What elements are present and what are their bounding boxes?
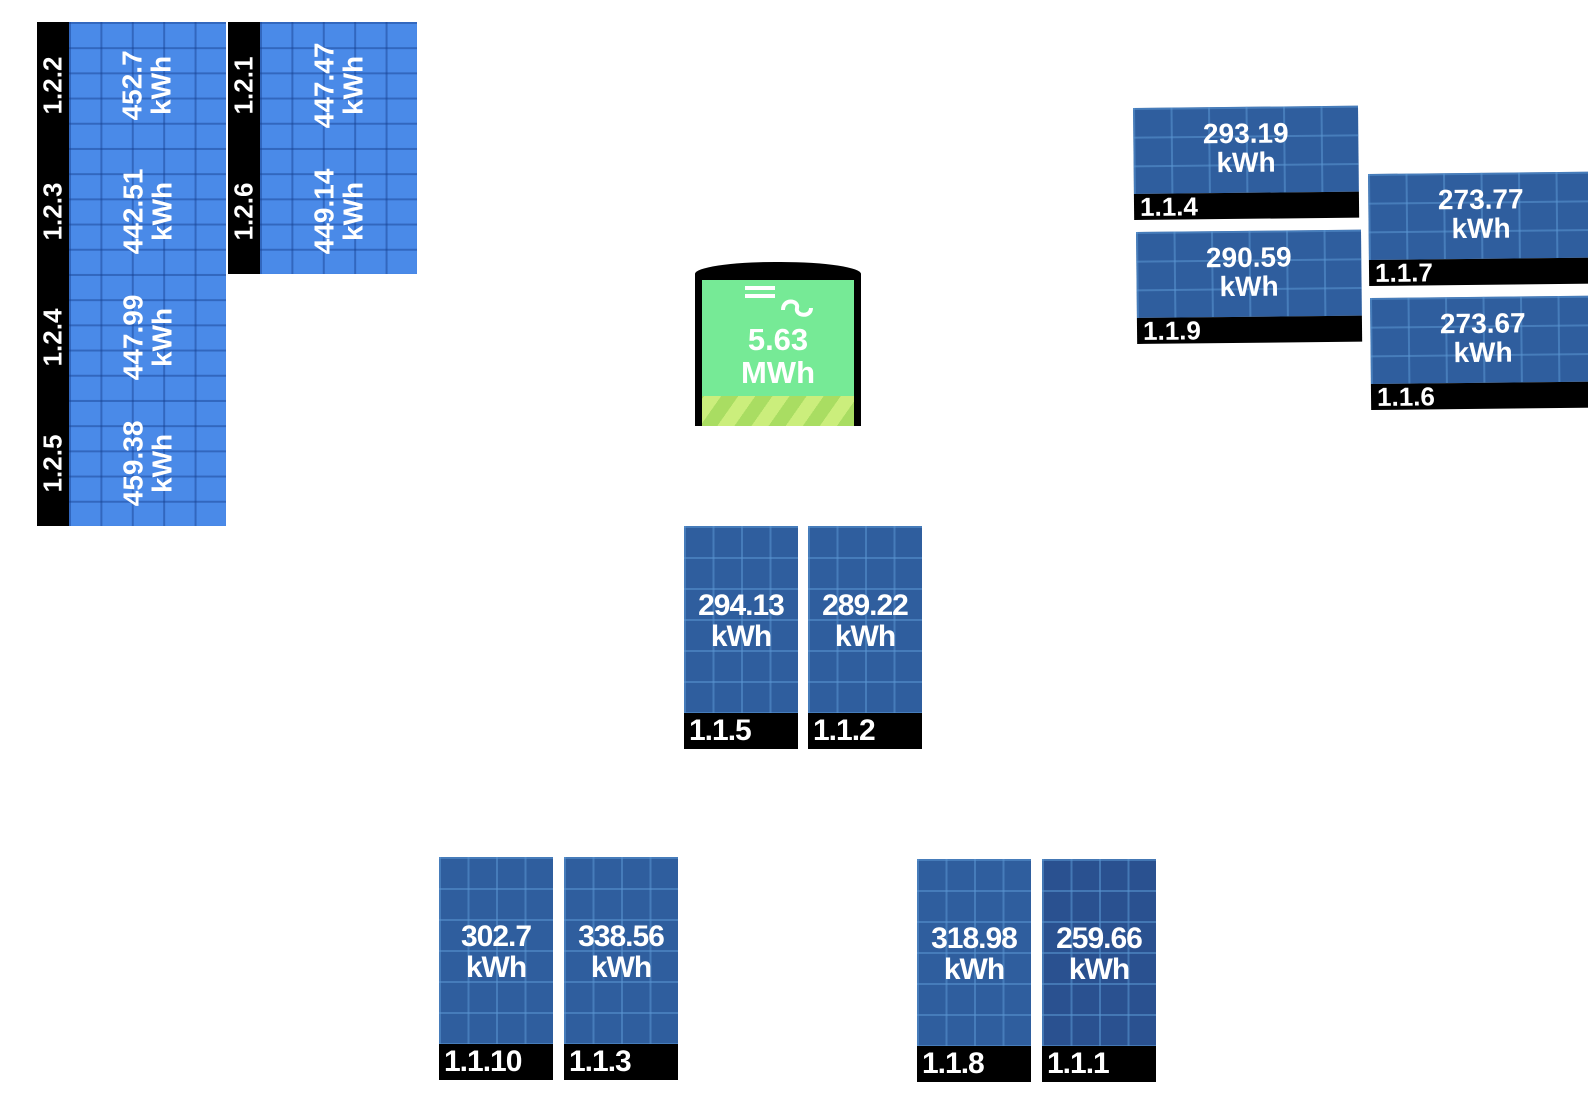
panel-id-label: 1.1.2 xyxy=(808,713,922,749)
panel-id-label: 1.2.6 xyxy=(228,148,260,274)
panel-id-label: 1.1.9 xyxy=(1136,315,1363,345)
panel-id-label: 1.1.6 xyxy=(1370,381,1588,411)
panel-id-label: 1.1.3 xyxy=(564,1044,678,1080)
panel-cells xyxy=(260,22,417,148)
panel-id-label: 1.2.4 xyxy=(37,274,69,400)
battery-stripe xyxy=(702,396,854,426)
panel-cells xyxy=(69,22,226,148)
panel-cells xyxy=(564,857,678,1044)
battery-fill xyxy=(702,280,854,398)
panel-id-label: 1.1.4 xyxy=(1133,191,1360,221)
panel-id-label: 1.2.5 xyxy=(37,400,69,526)
panel-id-label: 1.1.10 xyxy=(439,1044,553,1080)
panel-cells xyxy=(69,148,226,274)
panel-cells xyxy=(69,274,226,400)
panel-id-label: 1.1.1 xyxy=(1042,1046,1156,1082)
panel-id-label: 1.2.3 xyxy=(37,148,69,274)
panel-id-label: 1.2.1 xyxy=(228,22,260,148)
panel-cells xyxy=(1042,859,1156,1046)
panel-cells xyxy=(439,857,553,1044)
panel-id-label: 1.1.5 xyxy=(684,713,798,749)
panel-cells xyxy=(260,148,417,274)
panel-id-label: 1.1.8 xyxy=(917,1046,1031,1082)
panel-id-label: 1.2.2 xyxy=(37,22,69,148)
panel-cells xyxy=(808,526,922,713)
inverter-dc-ac-icon xyxy=(745,286,813,317)
panel-cells xyxy=(69,400,226,526)
panel-cells xyxy=(917,859,1031,1046)
panel-cells xyxy=(684,526,798,713)
panel-id-label: 1.1.7 xyxy=(1368,257,1588,287)
